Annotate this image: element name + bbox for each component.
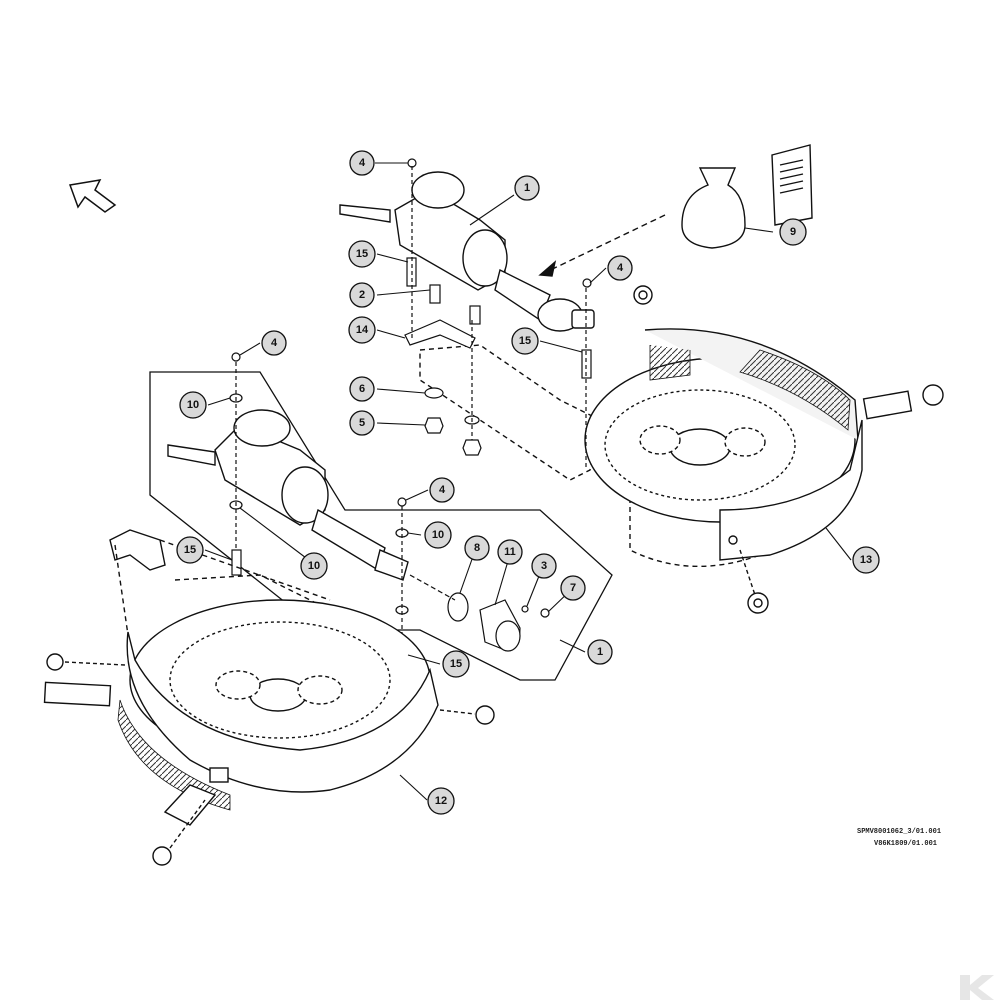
callout-4c: 4	[261, 330, 287, 356]
svg-text:4: 4	[271, 337, 278, 349]
bracket-14	[404, 319, 476, 349]
svg-text:10: 10	[308, 560, 320, 572]
callout-4a: 4	[349, 150, 375, 176]
right-deck-assembly	[419, 285, 944, 614]
callout-4b: 4	[607, 255, 633, 281]
k-logo-icon	[960, 975, 994, 1000]
callout-10a: 10	[179, 391, 207, 419]
svg-text:7: 7	[570, 582, 576, 594]
svg-text:5: 5	[359, 417, 365, 429]
direction-arrow-icon	[68, 179, 117, 213]
svg-text:13: 13	[860, 554, 872, 566]
callout-1b: 1	[587, 639, 613, 665]
callout-15c: 15	[176, 536, 204, 564]
right-hardware	[404, 158, 592, 470]
svg-text:10: 10	[432, 529, 444, 541]
callout-15d: 15	[442, 650, 470, 678]
callout-10c: 10	[424, 521, 452, 549]
callout-13: 13	[852, 546, 880, 574]
callout-7: 7	[560, 575, 586, 601]
svg-text:6: 6	[359, 383, 365, 395]
svg-text:14: 14	[356, 324, 369, 336]
callout-15a: 15	[348, 240, 376, 268]
svg-text:3: 3	[541, 560, 547, 572]
svg-text:10: 10	[187, 399, 199, 411]
svg-text:9: 9	[790, 226, 796, 238]
mounting-plate-outline	[419, 344, 601, 481]
right-actuator	[339, 171, 595, 332]
right-knob-top	[633, 285, 653, 305]
svg-text:4: 4	[439, 484, 446, 496]
ring-8	[447, 592, 469, 622]
callout-9: 9	[779, 218, 807, 246]
svg-text:15: 15	[519, 335, 531, 347]
callout-14: 14	[348, 316, 376, 344]
callout-3: 3	[531, 553, 557, 579]
svg-text:8: 8	[474, 542, 480, 554]
part-9-grease	[538, 144, 813, 277]
callout-5: 5	[349, 410, 375, 436]
callout-12: 12	[427, 787, 455, 815]
svg-text:4: 4	[359, 157, 366, 169]
callout-1a: 1	[514, 175, 540, 201]
svg-text:12: 12	[435, 795, 447, 807]
callout-8: 8	[464, 535, 490, 561]
left-cutter-deck	[109, 529, 439, 811]
svg-text:1: 1	[597, 646, 603, 658]
right-knob-bottom	[739, 549, 769, 614]
callout-10b: 10	[300, 552, 328, 580]
callouts: 4 1 9 15 4 2 14 15 6 5 4 10 4 15 10 10 8…	[176, 150, 880, 815]
drawing-reference-2: V86K1809/01.001	[874, 840, 938, 848]
left-knobs	[43, 653, 495, 866]
callout-11: 11	[497, 539, 523, 565]
svg-text:4: 4	[617, 262, 624, 274]
right-knob-side	[862, 384, 944, 420]
svg-text:15: 15	[184, 544, 196, 556]
svg-text:15: 15	[450, 658, 462, 670]
svg-text:2: 2	[359, 289, 365, 301]
callout-4d: 4	[429, 477, 455, 503]
svg-text:15: 15	[356, 248, 368, 260]
callout-2: 2	[349, 282, 375, 308]
svg-text:11: 11	[504, 546, 516, 558]
drawing-reference-1: SPMV8001062_3/01.001	[857, 828, 942, 836]
callout-15b: 15	[511, 327, 539, 355]
svg-text:1: 1	[524, 182, 530, 194]
right-cutter-deck	[584, 328, 863, 561]
left-hardware	[229, 352, 550, 666]
callout-6: 6	[349, 376, 375, 402]
left-actuator	[167, 409, 409, 581]
